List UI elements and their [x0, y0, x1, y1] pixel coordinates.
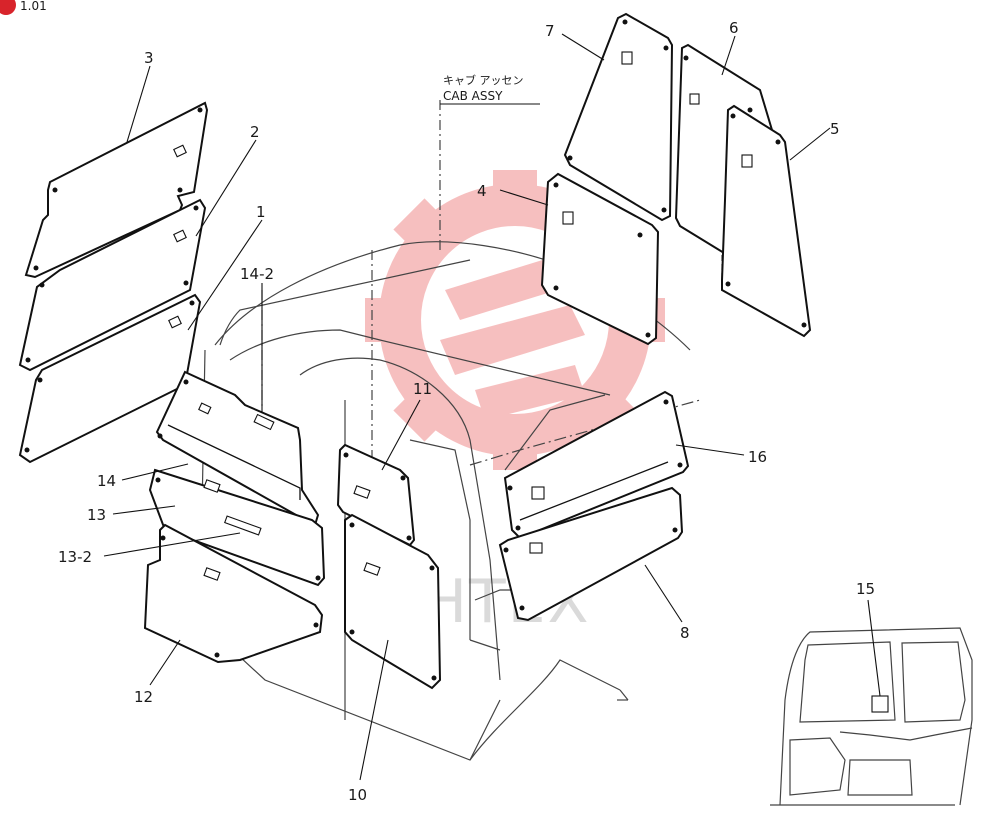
panel-1 — [18, 293, 202, 464]
panel-2 — [18, 198, 207, 372]
callout-13-2: 13-2 — [58, 548, 92, 566]
cab-assy-label: キャブ アッセン CAB ASSY — [440, 73, 540, 105]
corner-badge-dot — [0, 0, 16, 15]
panel-5 — [721, 104, 812, 338]
callout-6: 6 — [729, 19, 739, 37]
callout-labels: 3 2 1 14-2 14 13 13-2 12 10 11 16 8 4 7 … — [58, 19, 875, 804]
callout-14-2: 14-2 — [240, 265, 274, 283]
panel-12 — [143, 523, 324, 664]
panel-4 — [540, 172, 660, 346]
corner-badge: 1.01 — [0, 0, 47, 15]
panel-14 — [155, 370, 320, 527]
cab-assy-label-en: CAB ASSY — [443, 89, 503, 103]
corner-text: 1.01 — [20, 0, 47, 13]
leader-lines — [103, 33, 881, 781]
callout-11: 11 — [413, 380, 432, 398]
panel-7 — [563, 12, 674, 222]
callout-10: 10 — [348, 786, 367, 804]
callout-7: 7 — [545, 22, 555, 40]
part-15-icon — [871, 695, 889, 713]
panel-8 — [498, 486, 684, 622]
panel-10 — [344, 513, 442, 690]
callout-5: 5 — [830, 120, 840, 138]
panel-13 — [148, 468, 326, 587]
callout-12: 12 — [134, 688, 153, 706]
inset-cab-view — [770, 627, 973, 806]
callout-14: 14 — [97, 472, 116, 490]
callout-4: 4 — [477, 182, 487, 200]
callout-1: 1 — [256, 203, 266, 221]
callout-13: 13 — [87, 506, 106, 524]
callout-3: 3 — [144, 49, 154, 67]
panel-3 — [24, 101, 209, 279]
panel-16 — [503, 390, 690, 540]
cab-assy-label-jp: キャブ アッセン — [443, 73, 524, 87]
panel-11 — [336, 443, 416, 547]
callout-8: 8 — [680, 624, 690, 642]
callout-2: 2 — [250, 123, 260, 141]
callout-16: 16 — [748, 448, 767, 466]
callout-15: 15 — [856, 580, 875, 598]
